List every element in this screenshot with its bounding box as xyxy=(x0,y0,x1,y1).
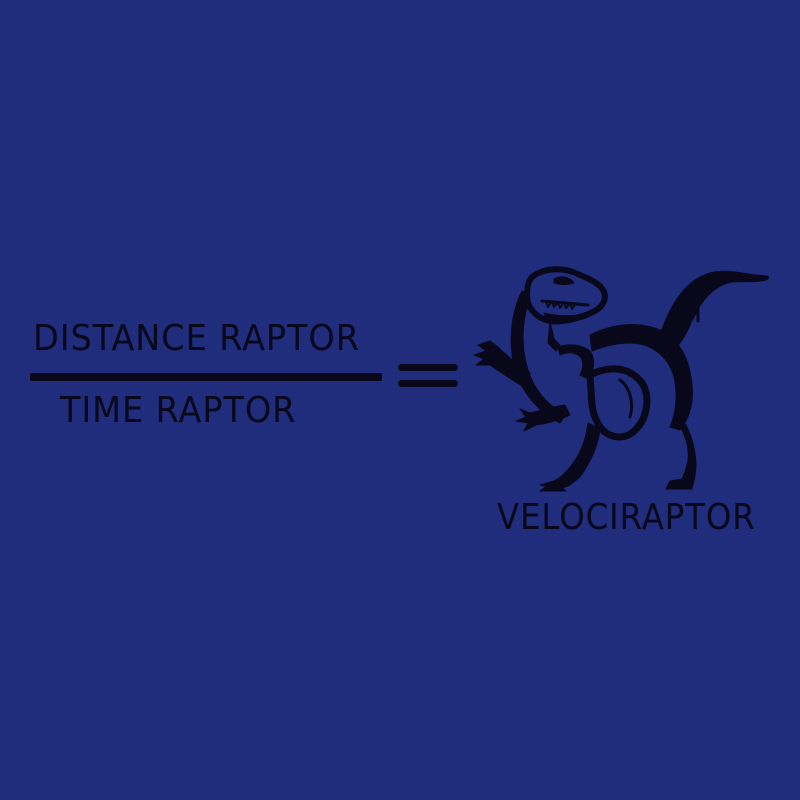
fraction-denominator: TIME RAPTOR xyxy=(60,390,297,431)
fraction-numerator: DISTANCE RAPTOR xyxy=(33,318,360,359)
equals-bottom-stroke xyxy=(398,380,458,387)
equals-sign-icon xyxy=(398,362,458,390)
velociraptor-icon xyxy=(473,266,769,492)
result-label: VELOCIRAPTOR xyxy=(497,497,756,538)
equals-top-stroke xyxy=(398,364,458,371)
fraction-bar xyxy=(30,373,382,381)
